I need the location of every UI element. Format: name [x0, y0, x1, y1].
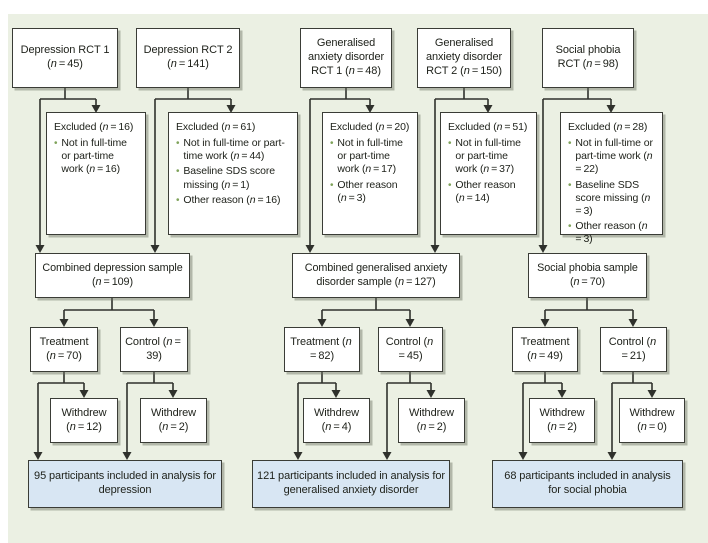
connector-lines	[33, 88, 657, 460]
excluded-box-5: Excluded (n = 28) •Not in full-time or p…	[560, 112, 663, 245]
withdrew-box-2: Withdrew (n = 2)	[140, 398, 207, 443]
control-box-gad-label: Control (n = 45)	[385, 335, 436, 362]
excluded-reason: •Not in full-time or part-time work (n =…	[54, 137, 138, 176]
rct-box-gad-1-label: Generalised anxiety disorder RCT 1 (n = …	[307, 37, 385, 77]
excluded-reason-text: Not in full-time or part-time work (n = …	[183, 137, 285, 163]
excluded-reason-text: Not in full-time or part-time work (n = …	[575, 137, 655, 176]
excluded-box-1-reasons: •Not in full-time or part-time work (n =…	[54, 137, 138, 176]
withdrew-box-2-label: Withdrew (n = 2)	[150, 406, 197, 433]
bullet-icon: •	[176, 194, 180, 206]
excluded-box-3-title: Excluded (n = 20)	[330, 121, 410, 133]
withdrew-box-3-label: Withdrew (n = 4)	[313, 406, 360, 433]
withdrew-box-5-label: Withdrew (n = 2)	[539, 406, 585, 433]
rct-box-depression-2-label: Depression RCT 2 (n = 141)	[143, 44, 233, 70]
control-box-depression: Control (n = 39)	[120, 327, 188, 372]
combined-box-social-phobia: Social phobia sample (n = 70)	[528, 253, 647, 298]
excluded-reason-text: Other reason (n = 3)	[337, 178, 398, 204]
treatment-box-social-phobia: Treatment (n = 49)	[512, 327, 578, 372]
excluded-box-5-title: Excluded (n = 28)	[568, 121, 648, 133]
analysis-box-social-phobia-label: 68 participants included in analysis for…	[504, 470, 671, 496]
rct-box-social-phobia-label: Social phobia RCT (n = 98)	[555, 44, 621, 70]
excluded-reason: •Other reason (n = 3)	[330, 179, 410, 205]
combined-box-depression: Combined depression sample (n = 109)	[35, 253, 190, 298]
rct-box-depression-2: Depression RCT 2 (n = 141)	[136, 28, 240, 88]
excluded-box-4-reasons: •Not in full-time or part-time work (n =…	[448, 137, 529, 205]
bullet-icon: •	[568, 138, 572, 150]
excluded-reason-text: Baseline SDS score missing (n = 3)	[575, 178, 653, 217]
bullet-icon: •	[448, 138, 452, 150]
bullet-icon: •	[330, 138, 334, 150]
excluded-reason-text: Other reason (n = 14)	[455, 178, 516, 204]
withdrew-box-3: Withdrew (n = 4)	[303, 398, 370, 443]
excluded-reason-text: Not in full-time or part-time work (n = …	[337, 137, 403, 176]
rct-box-gad-2: Generalised anxiety disorder RCT 2 (n = …	[417, 28, 511, 88]
excluded-reason: •Other reason (n = 14)	[448, 179, 529, 205]
excluded-box-2-reasons: •Not in full-time or part-time work (n =…	[176, 137, 290, 207]
rct-box-depression-1-label: Depression RCT 1 (n = 45)	[20, 44, 110, 70]
withdrew-box-6: Withdrew (n = 0)	[619, 398, 685, 443]
withdrew-box-1: Withdrew (n = 12)	[50, 398, 118, 443]
excluded-reason-text: Other reason (n = 16)	[183, 193, 281, 206]
control-box-depression-label: Control (n = 39)	[125, 335, 183, 362]
excluded-reason: •Not in full-time or part-time work (n =…	[448, 137, 529, 176]
withdrew-box-5: Withdrew (n = 2)	[529, 398, 595, 443]
excluded-reason: •Not in full-time or part-time work (n =…	[176, 137, 290, 163]
analysis-box-social-phobia: 68 participants included in analysis for…	[492, 460, 683, 508]
excluded-reason: •Other reason (n = 16)	[176, 194, 290, 207]
excluded-box-1-title: Excluded (n = 16)	[54, 121, 134, 133]
withdrew-box-4: Withdrew (n = 2)	[398, 398, 465, 443]
excluded-box-3: Excluded (n = 20) •Not in full-time or p…	[322, 112, 418, 235]
control-box-gad: Control (n = 45)	[378, 327, 443, 372]
bullet-icon: •	[176, 138, 180, 150]
analysis-box-gad: 121 participants included in analysis fo…	[252, 460, 450, 508]
control-box-social-phobia-label: Control (n = 21)	[608, 335, 659, 362]
analysis-box-gad-label: 121 participants included in analysis fo…	[257, 470, 445, 496]
analysis-box-depression: 95 participants included in analysis for…	[28, 460, 222, 508]
combined-box-depression-label: Combined depression sample (n = 109)	[42, 262, 183, 288]
excluded-reason: •Baseline SDS score missing (n = 3)	[568, 179, 655, 218]
withdrew-box-4-label: Withdrew (n = 2)	[408, 406, 455, 433]
rct-box-social-phobia: Social phobia RCT (n = 98)	[542, 28, 634, 88]
excluded-reason-text: Not in full-time or part-time work (n = …	[61, 137, 127, 176]
withdrew-box-1-label: Withdrew (n = 12)	[61, 406, 107, 433]
analysis-box-depression-label: 95 participants included in analysis for…	[34, 470, 216, 496]
excluded-reason-text: Other reason (n = 3)	[575, 219, 650, 245]
bullet-icon: •	[176, 166, 180, 178]
rct-box-gad-2-label: Generalised anxiety disorder RCT 2 (n = …	[425, 37, 503, 77]
excluded-box-5-reasons: •Not in full-time or part-time work (n =…	[568, 137, 655, 246]
combined-box-gad: Combined generalised anxiety disorder sa…	[292, 253, 460, 298]
excluded-box-2-title: Excluded (n = 61)	[176, 121, 256, 133]
excluded-reason-text: Not in full-time or part-time work (n = …	[455, 137, 521, 176]
rct-box-gad-1: Generalised anxiety disorder RCT 1 (n = …	[300, 28, 392, 88]
treatment-box-depression-label: Treatment (n = 70)	[39, 335, 89, 362]
excluded-box-3-reasons: •Not in full-time or part-time work (n =…	[330, 137, 410, 205]
excluded-reason-text: Baseline SDS score missing (n = 1)	[183, 165, 275, 191]
excluded-box-4: Excluded (n = 51) •Not in full-time or p…	[440, 112, 537, 235]
treatment-box-gad-label: Treatment (n = 82)	[290, 335, 354, 362]
bullet-icon: •	[448, 179, 452, 191]
rct-box-depression-1: Depression RCT 1 (n = 45)	[12, 28, 118, 88]
combined-box-gad-label: Combined generalised anxiety disorder sa…	[304, 262, 448, 288]
treatment-box-depression: Treatment (n = 70)	[30, 327, 98, 372]
bullet-icon: •	[330, 179, 334, 191]
excluded-box-1: Excluded (n = 16) •Not in full-time or p…	[46, 112, 146, 235]
excluded-box-2: Excluded (n = 61) •Not in full-time or p…	[168, 112, 298, 235]
excluded-reason: •Baseline SDS score missing (n = 1)	[176, 165, 290, 191]
bullet-icon: •	[568, 179, 572, 191]
control-box-social-phobia: Control (n = 21)	[600, 327, 667, 372]
combined-box-social-phobia-label: Social phobia sample (n = 70)	[537, 262, 638, 288]
excluded-box-4-title: Excluded (n = 51)	[448, 121, 528, 133]
bullet-icon: •	[54, 138, 58, 150]
excluded-reason: •Not in full-time or part-time work (n =…	[568, 137, 655, 176]
withdrew-box-6-label: Withdrew (n = 0)	[629, 406, 675, 433]
excluded-reason: •Not in full-time or part-time work (n =…	[330, 137, 410, 176]
treatment-box-gad: Treatment (n = 82)	[284, 327, 360, 372]
excluded-reason: •Other reason (n = 3)	[568, 220, 655, 246]
bullet-icon: •	[568, 220, 572, 232]
treatment-box-social-phobia-label: Treatment (n = 49)	[520, 335, 570, 362]
